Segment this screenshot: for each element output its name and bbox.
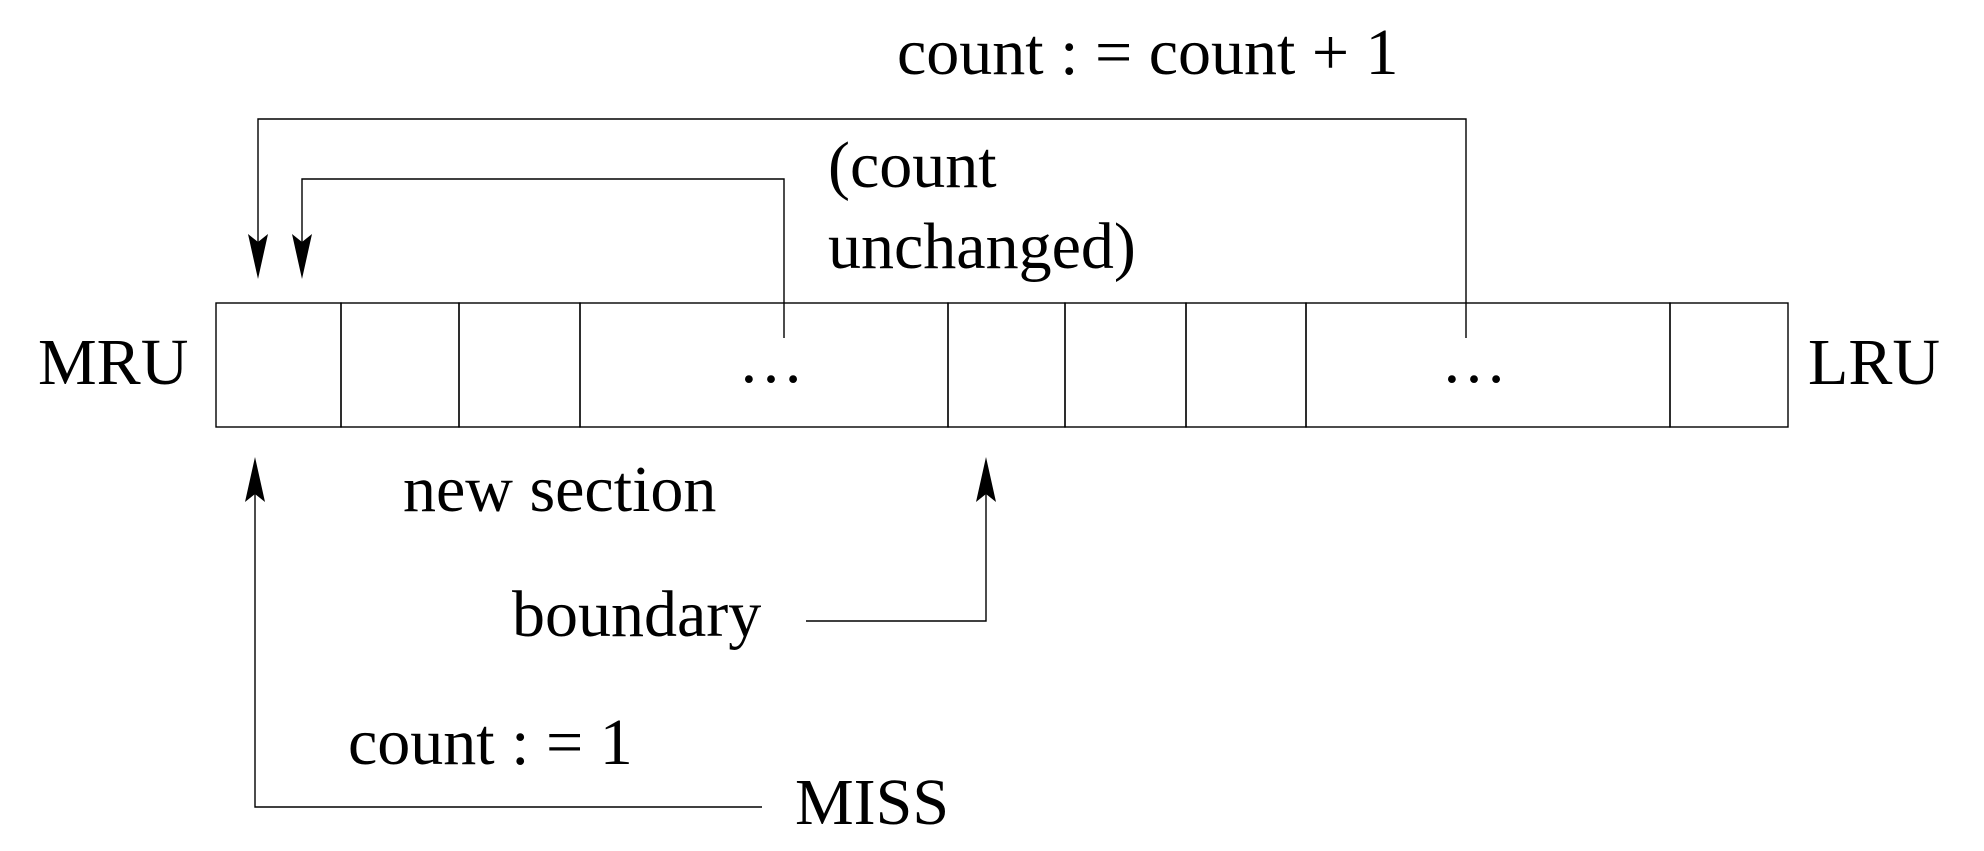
unchanged-label-line1: (count xyxy=(828,129,997,202)
cell-4-ellipsis: … xyxy=(738,324,804,397)
cell-8-ellipsis: … xyxy=(1441,324,1507,397)
boundary-label: boundary xyxy=(512,578,761,651)
reset-count-label: count : = 1 xyxy=(348,706,633,779)
cache-cell-9 xyxy=(1669,302,1789,428)
cache-cell-5 xyxy=(947,302,1066,428)
cache-cell-3 xyxy=(458,302,581,428)
increment-arrow xyxy=(248,118,1467,338)
unchanged-arrow xyxy=(292,178,785,338)
increment-label: count : = count + 1 xyxy=(897,16,1399,89)
lru-label: LRU xyxy=(1808,326,1940,399)
unchanged-label-line2: unchanged) xyxy=(828,210,1136,283)
miss-label: MISS xyxy=(795,766,949,839)
mru-label: MRU xyxy=(38,326,188,399)
cache-cell-6 xyxy=(1064,302,1187,428)
new-section-label: new section xyxy=(403,453,716,526)
miss-arrow xyxy=(245,457,762,808)
boundary-arrow xyxy=(806,457,996,622)
cache-cell-7 xyxy=(1185,302,1307,428)
cache-cell-2 xyxy=(340,302,460,428)
cache-stack xyxy=(215,302,1789,428)
cache-cell-1 xyxy=(215,302,342,428)
